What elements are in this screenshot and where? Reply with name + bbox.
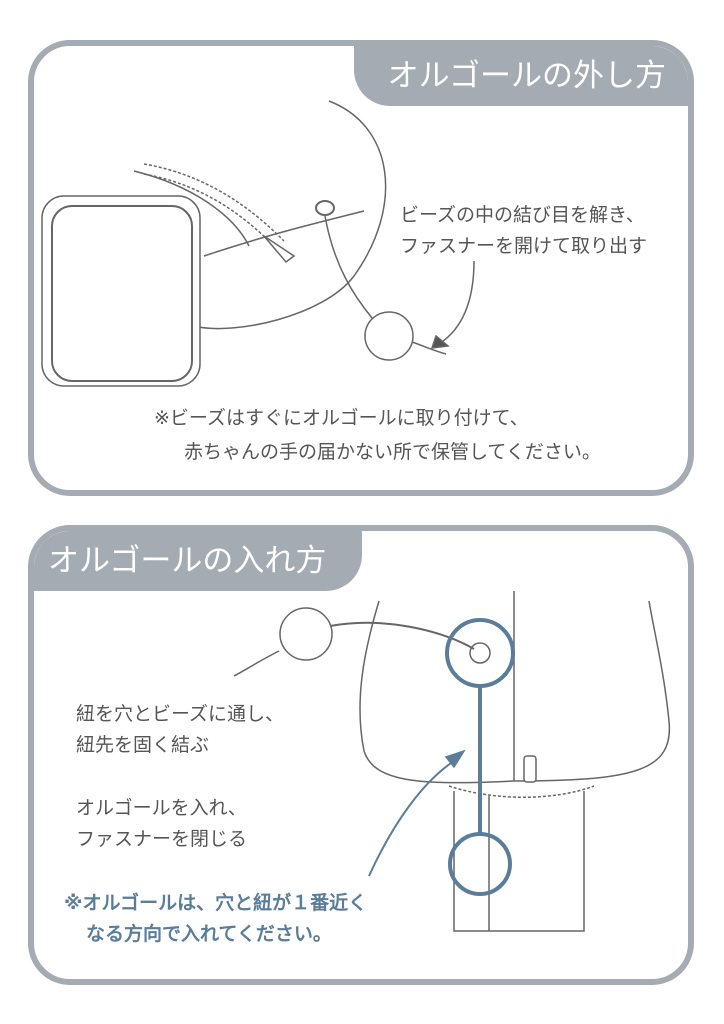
- warning-line-2: なる方向で入れてください。: [86, 923, 332, 945]
- note-line-1: ※ビーズはすぐにオルゴールに取り付けて、: [154, 407, 529, 429]
- instruction-line-2: ファスナーを開けて取り出す: [400, 235, 648, 257]
- insertion-illustration: [233, 591, 671, 932]
- note-line-2: 赤ちゃんの手の届かない所で保管してください。: [184, 441, 601, 463]
- warning-line-1: ※オルゴールは、穴と紐が１番近く: [64, 892, 368, 914]
- section-title: オルゴールの入れ方: [34, 531, 363, 591]
- step1-line-2: 紐先を固く結ぶ: [76, 734, 210, 756]
- section-title: オルゴールの外し方: [353, 46, 688, 106]
- step1-line-1: 紐を穴とビーズに通し、: [76, 703, 285, 725]
- step2-line-2: ファスナーを閉じる: [76, 828, 248, 850]
- insertion-panel: オルゴールの入れ方 紐を穴とビーズに通し、 紐先を固く結ぶ オルゴールを入れ、 …: [28, 525, 694, 985]
- step2-line-1: オルゴールを入れ、: [76, 797, 247, 819]
- instruction-line-1: ビーズの中の結び目を解き、: [400, 204, 645, 226]
- removal-illustration: [41, 100, 475, 387]
- removal-panel: オルゴールの外し方 ビーズの中の結び目を解き、 ファスナーを開けて取り出す ※ビ…: [28, 40, 694, 496]
